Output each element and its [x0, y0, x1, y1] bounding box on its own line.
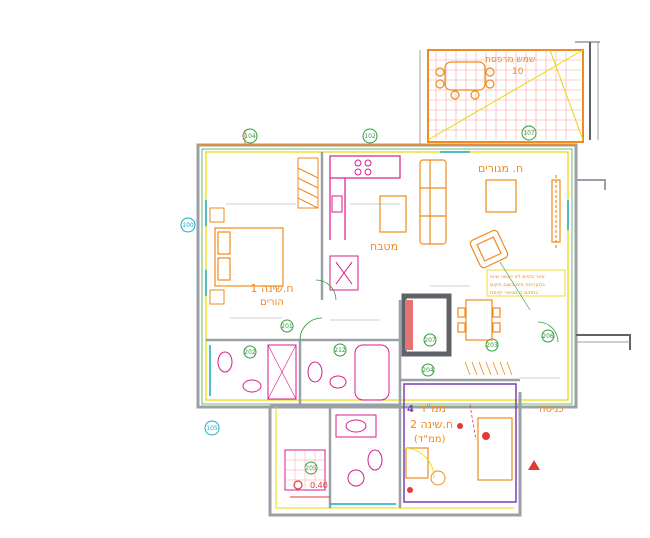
stove-icon	[354, 159, 372, 176]
svg-text:102: 102	[364, 133, 376, 140]
electrical-symbol-icon	[407, 423, 490, 493]
vent-pipe-icon	[405, 300, 413, 350]
red-annotations: 0.40	[244, 130, 477, 498]
washbasin-icon	[335, 414, 377, 438]
bedroom-2-label-line-1: ח.שינה 2	[410, 418, 453, 431]
toilet-icon	[307, 361, 323, 383]
grid-tag-202: 202	[243, 345, 257, 359]
coffee-table-icon	[485, 179, 517, 213]
outer-walls	[196, 143, 631, 517]
svg-text:105: 105	[206, 425, 218, 432]
door-swing-icon	[403, 447, 435, 479]
svg-text:104: 104	[244, 133, 256, 140]
grid-tag-212: 212	[333, 343, 347, 357]
grid-tag-203: 203	[485, 338, 499, 352]
nightstand-icon	[209, 207, 225, 223]
grid-tag-201: 201	[280, 319, 294, 333]
tv-unit-icon	[551, 175, 561, 250]
toilet-icon	[367, 449, 383, 471]
desk-icon	[405, 447, 429, 479]
bathroom-lower	[284, 414, 383, 491]
sofa-icon	[419, 159, 447, 245]
windows	[205, 151, 569, 505]
single-bed-icon	[477, 417, 513, 481]
safe-room-badge: 4	[407, 404, 414, 415]
living-note-box: אזור ביניים לא ייעשה שינוי במערכות מים ב…	[486, 269, 566, 297]
living-room-label: ח. מגורים	[478, 162, 523, 175]
entrance: כניסה	[528, 321, 564, 470]
dining-table-icon	[457, 299, 501, 341]
grid-tags: 104 102 107 100 105 201 202 203 204 205 …	[180, 125, 555, 475]
svg-text:202: 202	[244, 349, 256, 356]
nightstand-icon	[209, 289, 225, 305]
dimension-lines	[226, 203, 560, 379]
grid-tag-206: 206	[541, 329, 555, 343]
bedroom-1-label-line-1: ח.שינה 1	[250, 282, 293, 295]
safe-room-title: ממ"ד	[420, 402, 446, 415]
grid-tag-207: 207	[423, 333, 437, 347]
washbasin-icon	[242, 379, 262, 393]
bedroom-2-safe-room: 4 ממ"ד ח.שינה 2 (ממ"ד)	[403, 300, 513, 493]
toilet-icon	[217, 351, 233, 373]
bathtub-icon	[354, 344, 390, 401]
svg-text:205: 205	[305, 465, 317, 472]
shelter-walls	[401, 293, 517, 503]
wardrobe-icon	[297, 157, 319, 209]
grid-tag-102: 102	[362, 128, 378, 144]
bedroom-1-label-line-2: הורים	[260, 297, 284, 308]
living-note-line-1: אזור ביניים לא ייעשה שינוי	[490, 274, 545, 280]
balcony: שמש מרפסת 10	[419, 41, 600, 145]
entrance-door-swing-icon	[537, 321, 559, 343]
drain-symbol-icon	[293, 480, 303, 490]
grid-tag-107: 107	[521, 125, 537, 141]
living-note-line-2: במערכות מים בשום מקום	[490, 282, 545, 288]
dimension-label: 0.40	[310, 481, 328, 490]
outdoor-table-icon	[435, 61, 495, 100]
svg-text:207: 207	[424, 337, 436, 344]
grid-tag-104: 104	[242, 128, 258, 144]
double-bed-icon	[214, 227, 284, 287]
svg-text:201: 201	[281, 323, 293, 330]
washbasin-icon	[329, 375, 347, 389]
grid-tag-100: 100	[180, 217, 196, 233]
entrance-label: כניסה	[539, 404, 564, 415]
window-hatch	[464, 361, 513, 376]
grid-tag-204: 204	[421, 363, 435, 377]
washbasin-icon	[345, 419, 367, 433]
desk-chair-icon	[430, 470, 446, 486]
living-note-line-3: בתחום ה מכשיר קיימת	[490, 290, 538, 296]
svg-text:206: 206	[542, 333, 554, 340]
washing-machine-icon	[347, 469, 365, 487]
svg-text:107: 107	[523, 130, 535, 137]
sink-icon	[331, 195, 343, 213]
bedroom-2-label-line-2: (ממ"ד)	[414, 434, 446, 445]
bedroom-1: ח.שינה 1 הורים	[209, 207, 337, 341]
door-swing-icon	[315, 279, 337, 301]
kitchen: מטבח	[297, 155, 407, 291]
svg-text:203: 203	[486, 342, 498, 349]
balcony-number: 10	[512, 67, 524, 77]
balcony-label: שמש מרפסת	[485, 55, 535, 65]
kitchen-counter	[329, 155, 401, 240]
entrance-arrow-icon	[528, 460, 540, 470]
svg-text:100: 100	[182, 222, 194, 229]
bathroom-upper	[217, 344, 390, 401]
door-swing-icon	[299, 317, 323, 341]
interior-walls	[206, 152, 520, 508]
grid-tag-105: 105	[204, 420, 220, 436]
kitchen-island-icon	[379, 195, 407, 233]
kitchen-label: מטבח	[370, 240, 398, 253]
svg-text:204: 204	[422, 367, 434, 374]
shower-icon	[267, 344, 297, 400]
armchair-icon	[469, 229, 509, 269]
svg-text:212: 212	[334, 347, 346, 354]
living-room: ח. מגורים אזור ביניים לא ייעשה שינוי במע…	[419, 159, 566, 341]
refrigerator-icon	[329, 255, 359, 291]
